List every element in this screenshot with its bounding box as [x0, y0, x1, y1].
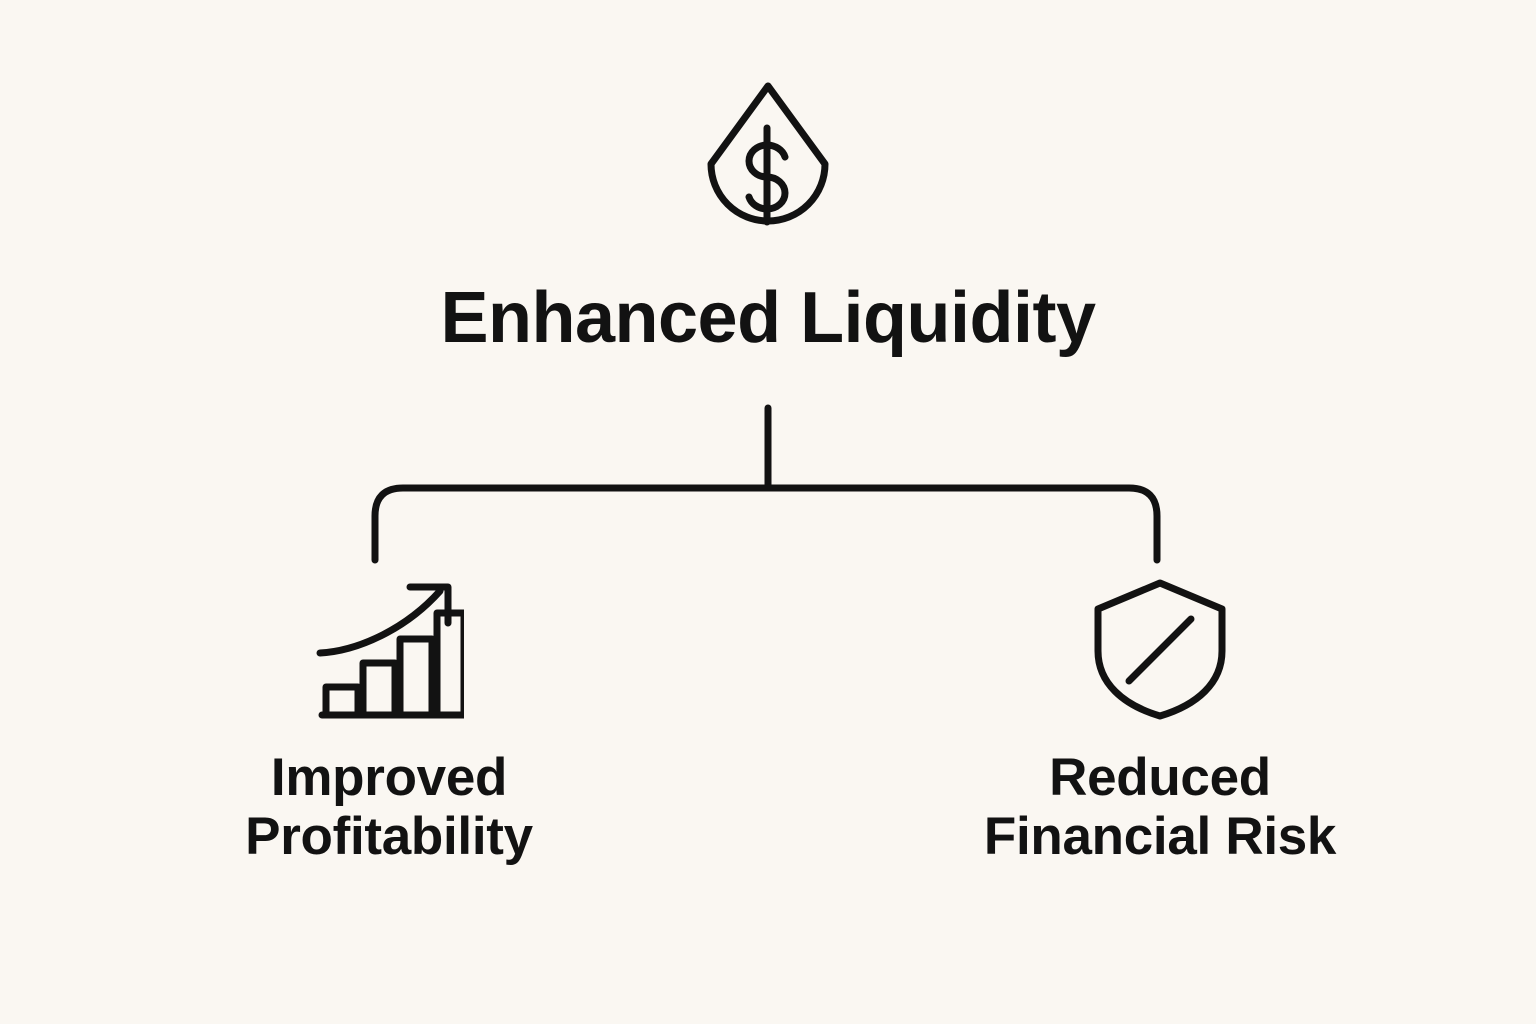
child-node-improved-profitability: Improved Profitability [179, 572, 599, 867]
connector-bus [371, 484, 1161, 564]
child-node-reduced-financial-risk: Reduced Financial Risk [950, 572, 1370, 867]
water-drop-dollar-icon [707, 82, 829, 226]
child-icon-wrap-right [950, 572, 1370, 722]
shield-slash-icon [1094, 579, 1226, 720]
root-title: Enhanced Liquidity [440, 278, 1096, 358]
root-node: Enhanced Liquidity [0, 72, 1536, 354]
child-icon-wrap-left [179, 572, 599, 722]
growth-bar-chart-arrow-icon [316, 583, 464, 719]
child-label-reduced-financial-risk: Reduced Financial Risk [983, 748, 1337, 867]
child-label-improved-profitability: Improved Profitability [245, 748, 533, 867]
